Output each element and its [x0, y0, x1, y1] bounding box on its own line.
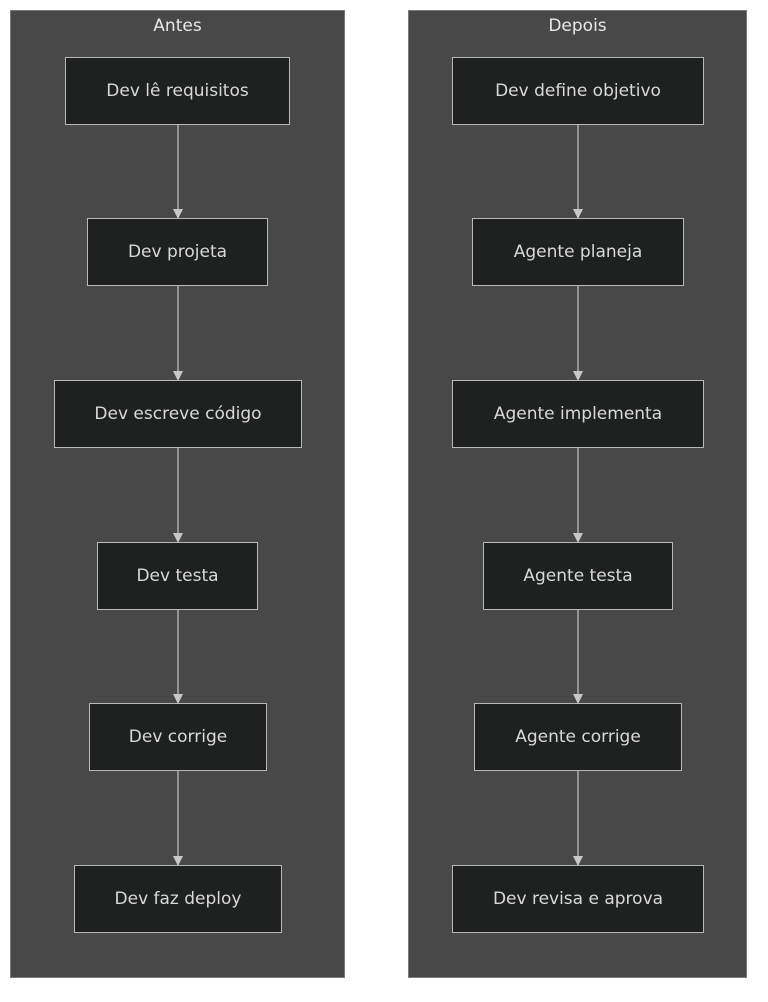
node-depois-3: Agente implementa — [452, 380, 704, 448]
panel-depois-title: Depois — [548, 16, 607, 36]
node-antes-3: Dev escreve código — [54, 380, 302, 448]
node-depois-2: Agente planeja — [472, 218, 684, 286]
node-depois-5: Agente corrige — [474, 703, 682, 771]
panel-antes-title: Antes — [153, 16, 202, 36]
node-antes-5: Dev corrige — [89, 703, 267, 771]
panel-depois: Depois — [408, 10, 747, 978]
node-depois-6: Dev revisa e aprova — [452, 865, 704, 933]
node-antes-2: Dev projeta — [87, 218, 268, 286]
node-depois-4: Agente testa — [483, 542, 673, 610]
panel-antes: Antes — [10, 10, 345, 978]
node-depois-1: Dev define objetivo — [452, 57, 704, 125]
node-antes-1: Dev lê requisitos — [65, 57, 290, 125]
node-antes-4: Dev testa — [97, 542, 258, 610]
node-antes-6: Dev faz deploy — [74, 865, 282, 933]
